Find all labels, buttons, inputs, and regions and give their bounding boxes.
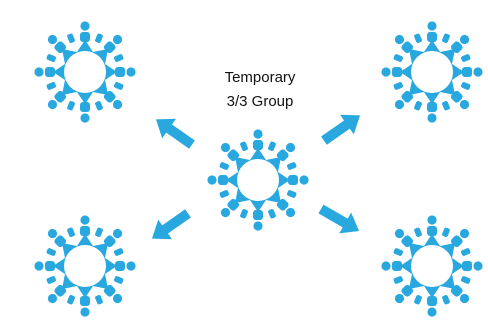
group-label: 3/3 xyxy=(243,170,272,193)
group-label: 3/3 xyxy=(70,62,99,85)
group-bottom-left: 3/3 xyxy=(34,215,136,317)
group-top-right: 3/3 xyxy=(381,21,483,123)
group-bottom-right: 3/3 xyxy=(381,215,483,317)
group-label: 3/3 xyxy=(417,62,446,85)
caption-line-2: 3/3 Group xyxy=(226,93,294,110)
arrow-icon xyxy=(314,198,366,242)
temporary-group-caption: Temporary 3/3 Group xyxy=(195,66,325,114)
group-center: 3/3 xyxy=(207,129,309,231)
group-label: 3/3 xyxy=(417,256,446,279)
group-top-left: 3/3 xyxy=(34,21,136,123)
arrow-icon xyxy=(145,203,195,249)
group-label: 3/3 xyxy=(70,256,99,279)
arrow-icon xyxy=(149,109,199,155)
caption-line-1: Temporary xyxy=(224,69,296,86)
